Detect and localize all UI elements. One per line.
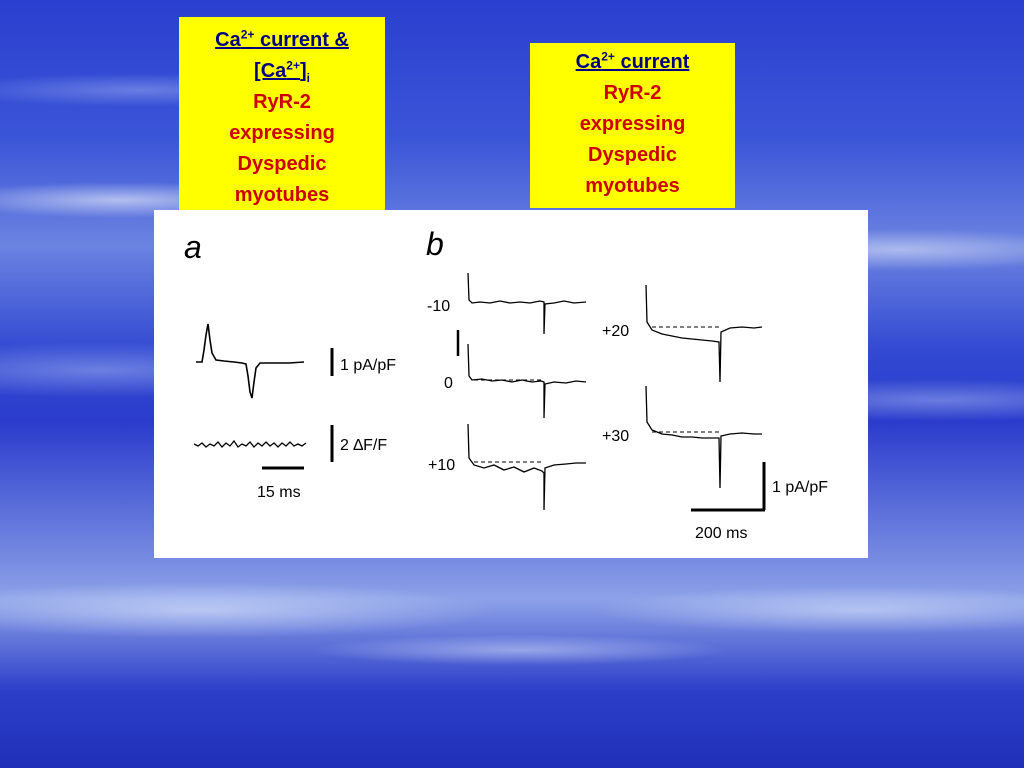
- box-right-header: Ca2+ current: [575, 49, 690, 73]
- voltage-label-plus-30: +30: [602, 428, 629, 445]
- voltage-label-plus-10: +10: [428, 457, 455, 474]
- box-right-line-5: Dyspedic: [588, 144, 677, 166]
- panel-a-current-scale: 1 pA/pF: [340, 357, 396, 374]
- panel-a-fluorescence-trace: [193, 439, 307, 448]
- panel-b-time-scale: 200 ms: [695, 525, 747, 542]
- trace-minus-10: -10: [427, 272, 587, 335]
- box-left-line-4: expressing: [229, 122, 335, 144]
- box-right-line-4: expressing: [579, 113, 686, 135]
- label-box-right: Ca2+ current RyR-2 expressing Dyspedic m…: [530, 43, 735, 208]
- figure-svg: a 1 pA/pF 2 ∆F/F 15 ms b -10 0 +10 +20: [184, 226, 828, 542]
- panel-b-current-scale: 1 pA/pF: [772, 479, 828, 496]
- trace-plus-30: +30: [602, 385, 762, 489]
- electrophysiology-figure: a 1 pA/pF 2 ∆F/F 15 ms b -10 0 +10 +20: [154, 210, 868, 558]
- panel-b-label: b: [426, 226, 444, 262]
- panel-a-fluor-scale: 2 ∆F/F: [340, 437, 387, 454]
- box-right-line-6: myotubes: [585, 175, 680, 197]
- panel-a-current-trace: [196, 323, 305, 399]
- trace-plus-10: +10: [428, 423, 586, 511]
- voltage-label-0: 0: [444, 375, 453, 392]
- box-left-line-6: myotubes: [234, 184, 330, 206]
- box-right-line-3: RyR-2: [603, 82, 662, 104]
- voltage-label-minus-10: -10: [427, 298, 450, 315]
- box-left-line-3: RyR-2: [253, 91, 311, 113]
- trace-0: 0: [444, 343, 587, 419]
- label-box-left: Ca2+ current & [Ca2+]i RyR-2 expressing …: [179, 17, 385, 212]
- voltage-label-plus-20: +20: [602, 323, 629, 340]
- box-left-line-5: Dyspedic: [237, 153, 327, 175]
- trace-plus-20: +20: [602, 284, 763, 383]
- box-left-header-2: [Ca2+]i: [254, 58, 310, 85]
- panel-a-label: a: [184, 229, 202, 265]
- box-left-header-1: Ca2+ current &: [215, 27, 349, 51]
- panel-a-time-scale: 15 ms: [257, 484, 301, 501]
